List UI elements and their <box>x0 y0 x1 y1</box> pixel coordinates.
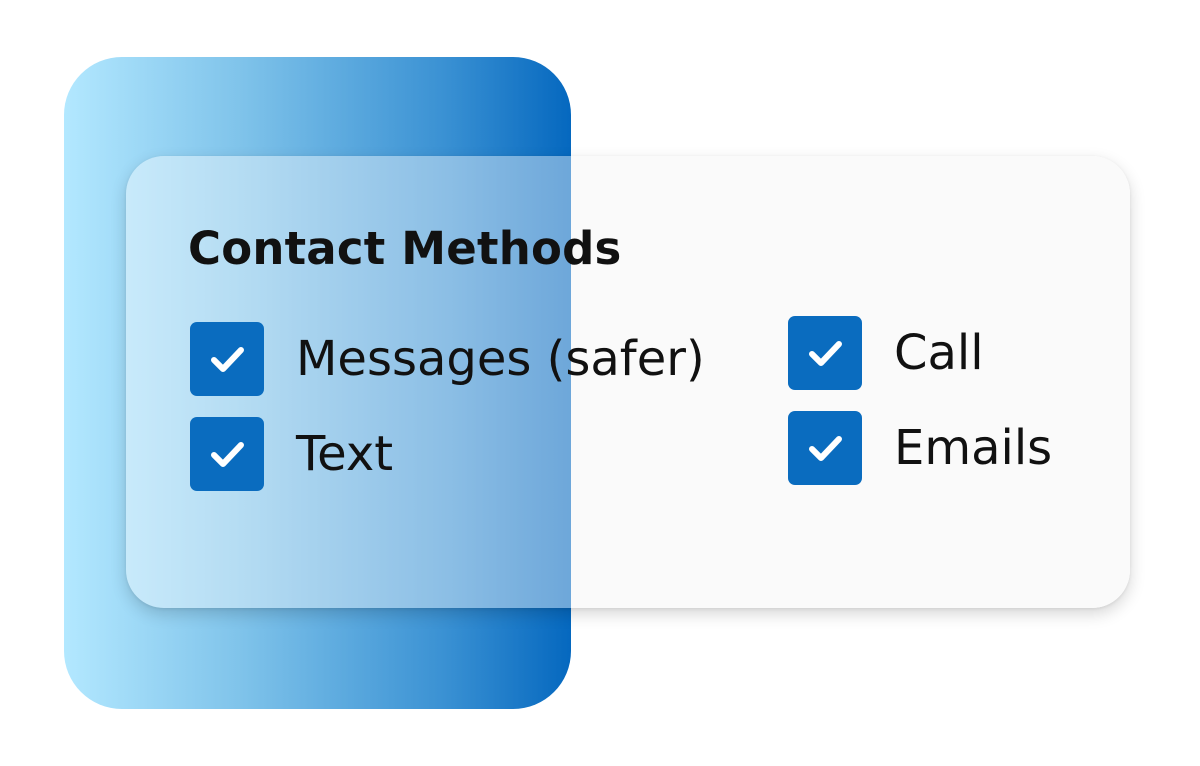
messages-checkbox[interactable] <box>190 322 264 396</box>
text-checkbox[interactable] <box>190 417 264 491</box>
text-label: Text <box>296 426 394 482</box>
contact-methods-card: Contact Methods Messages (safer) Text <box>126 156 1130 608</box>
checkmark-icon <box>211 442 244 467</box>
emails-label: Emails <box>894 420 1053 476</box>
option-emails[interactable]: Emails <box>788 411 1052 485</box>
call-checkbox[interactable] <box>788 316 862 390</box>
checkmark-icon <box>809 436 842 461</box>
option-messages[interactable]: Messages (safer) <box>190 322 705 396</box>
option-call[interactable]: Call <box>788 316 984 390</box>
card-title: Contact Methods <box>188 222 622 275</box>
checkmark-icon <box>211 347 244 372</box>
option-text[interactable]: Text <box>190 417 393 491</box>
call-label: Call <box>894 325 984 381</box>
emails-checkbox[interactable] <box>788 411 862 485</box>
messages-label: Messages (safer) <box>296 331 705 387</box>
checkmark-icon <box>809 341 842 366</box>
decorative-gradient-panel <box>64 57 571 709</box>
